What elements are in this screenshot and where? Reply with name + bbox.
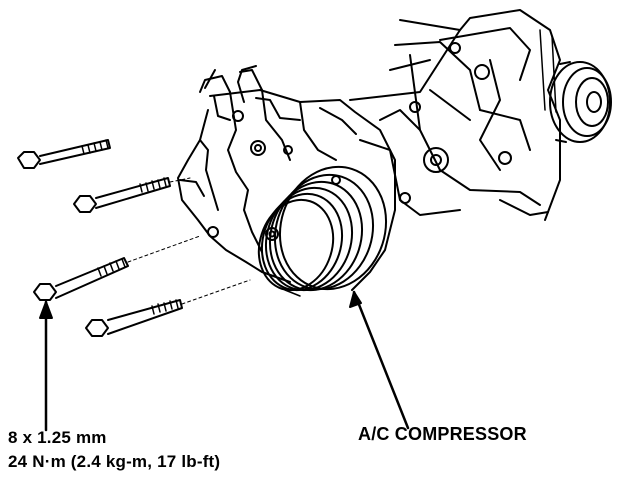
bolt-size-label: 8 x 1.25 mm [8,428,107,447]
mounting-bolt-4 [85,279,251,337]
compressor-leader-arrow [349,290,410,430]
idler-pulley [549,61,612,143]
mounting-bolt-2 [73,177,191,213]
compressor-clutch-pulley [257,165,388,297]
bolt-leader-arrow [39,300,53,432]
mounting-bolt-3 [33,235,201,301]
bolt-torque-label: 24 N·m (2.4 kg-m, 17 lb-ft) [8,452,221,471]
compressor-label: A/C COMPRESSOR [358,424,527,444]
compressor-body [177,65,396,291]
engine-bracket [349,9,561,221]
mounting-bolt-1 [17,139,111,169]
